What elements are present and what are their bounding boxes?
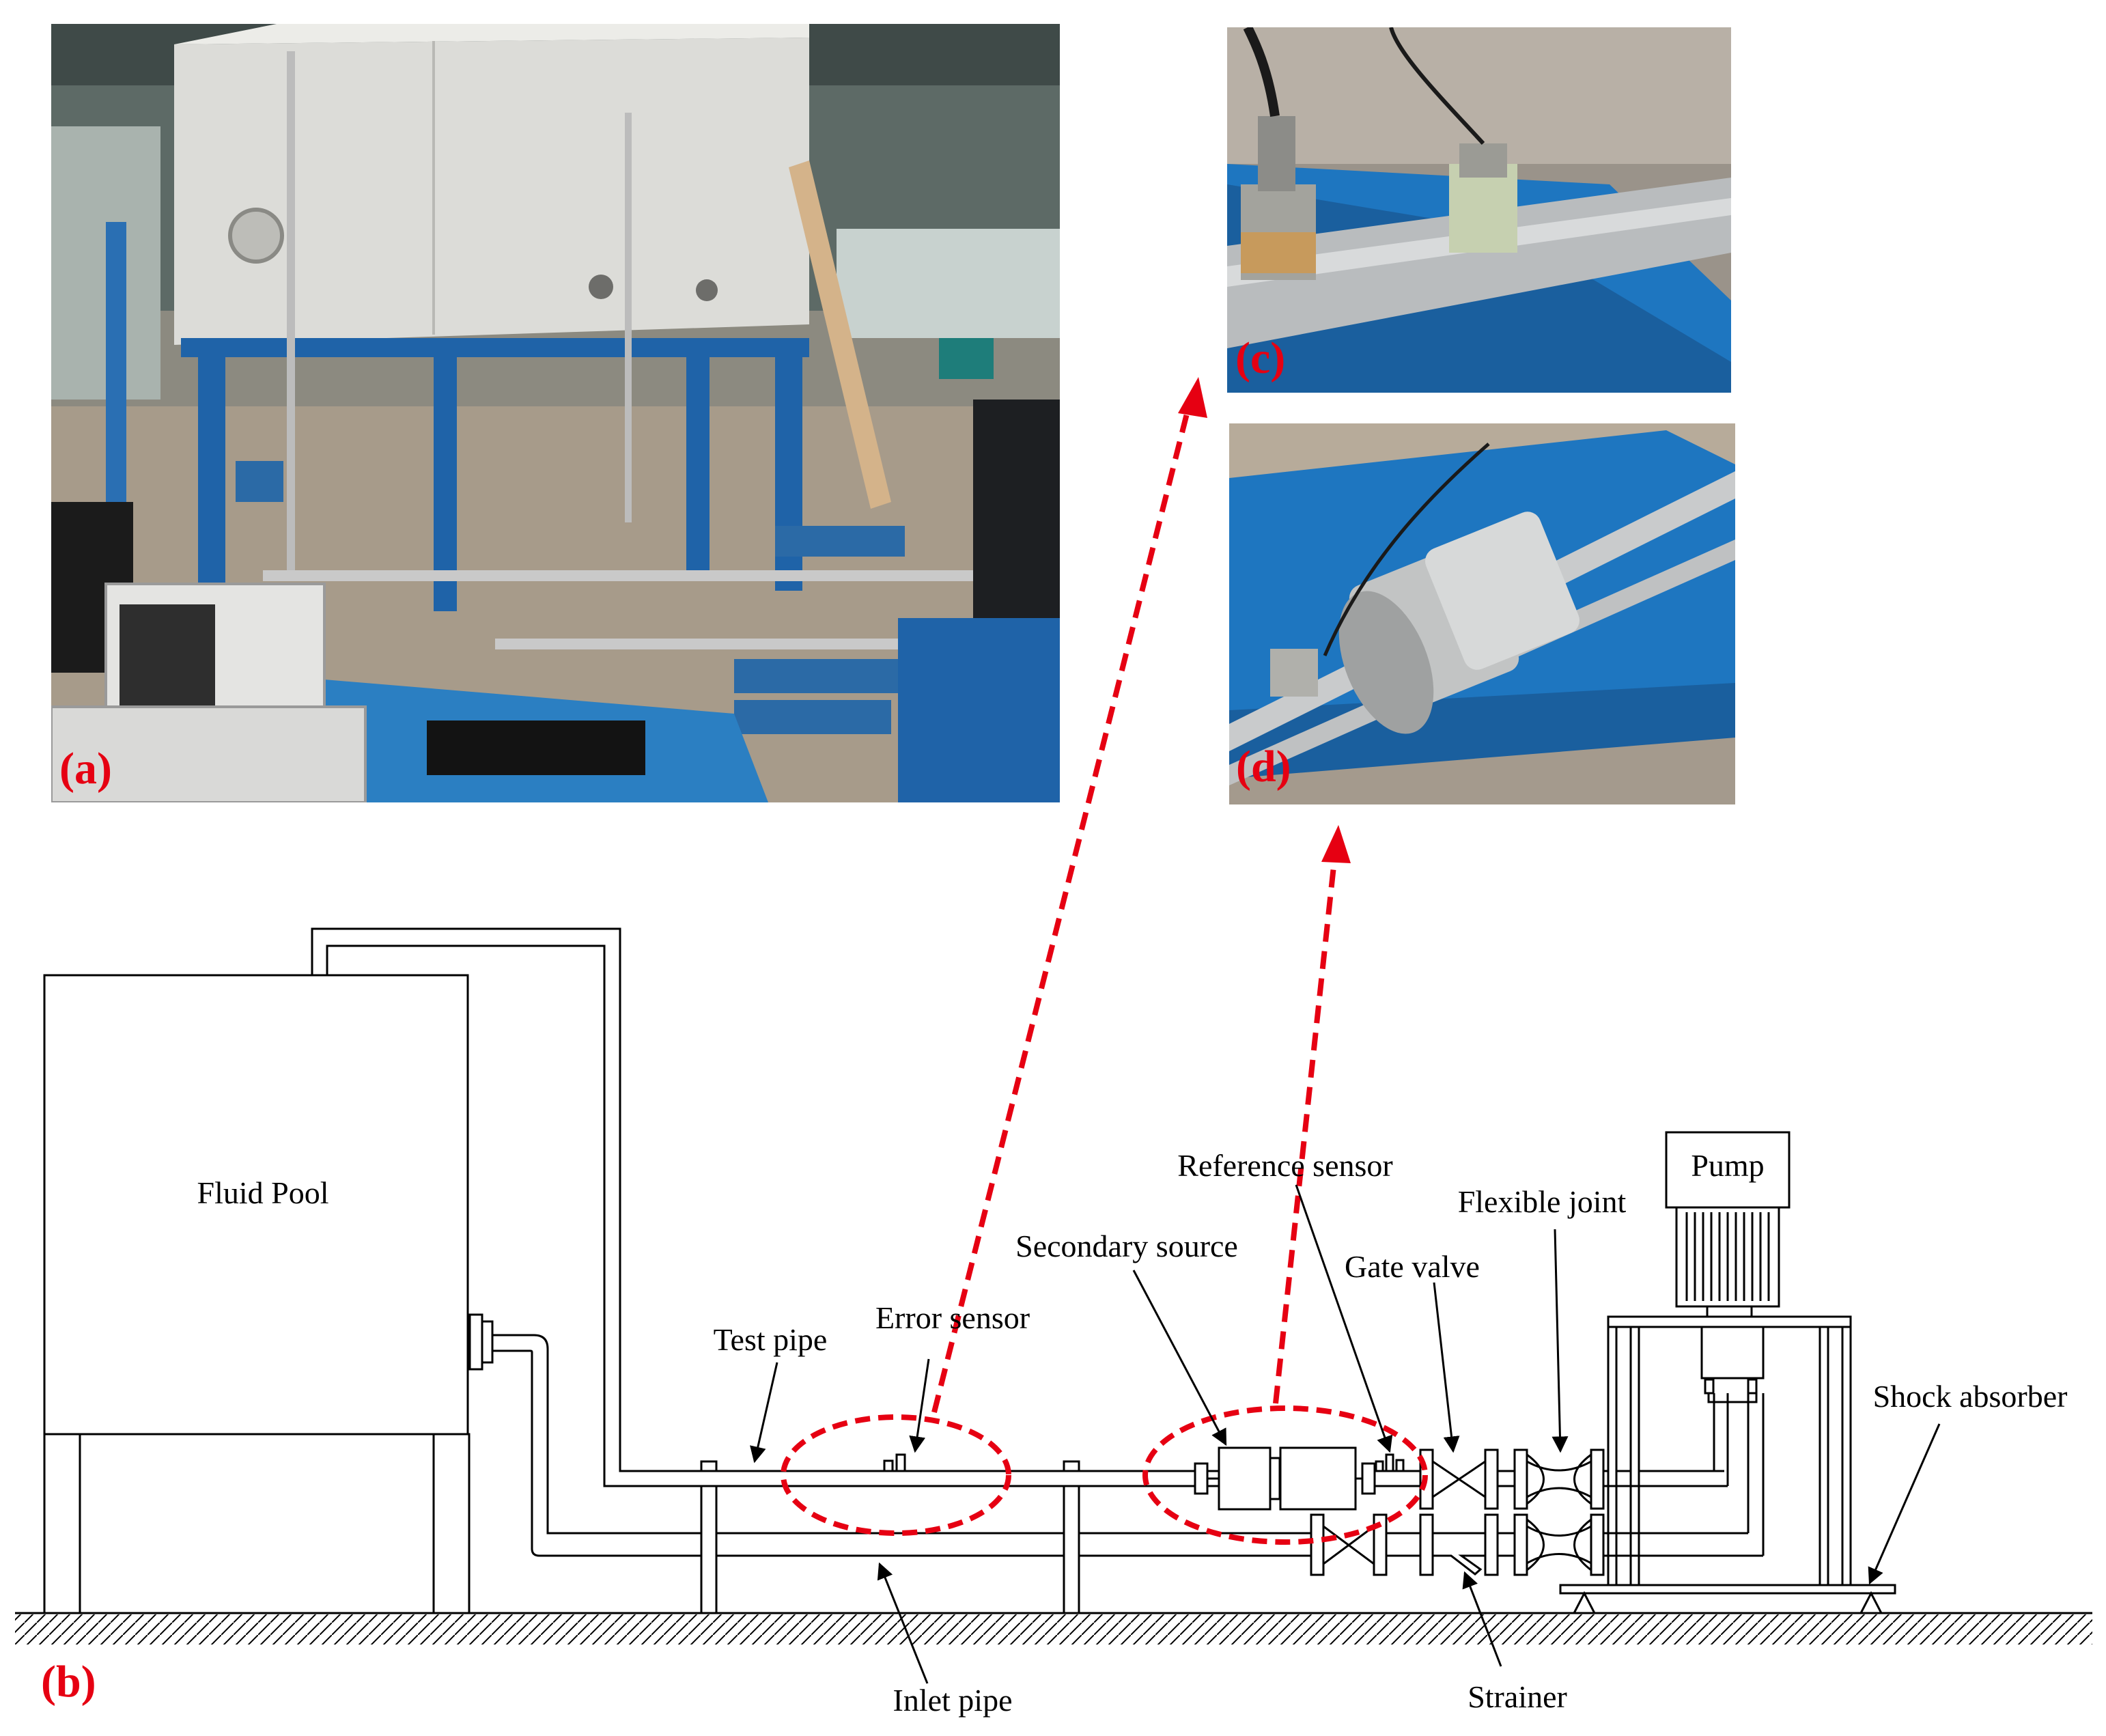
secondary-source-illustration bbox=[1229, 423, 1735, 804]
panel-label-d: (d) bbox=[1236, 742, 1291, 792]
arrow-to-photo-c bbox=[931, 402, 1192, 1413]
panel-label-c: (c) bbox=[1235, 333, 1286, 383]
reference-sensor-symbol bbox=[1375, 1453, 1405, 1472]
photo-secondary-source: (d) bbox=[1229, 423, 1735, 804]
fluid-pool-label: Fluid Pool bbox=[197, 1175, 328, 1210]
pump-label: Pump bbox=[1691, 1148, 1764, 1183]
secondary-source-symbol bbox=[1194, 1446, 1376, 1511]
test-pipe bbox=[620, 1470, 1222, 1487]
schematic-labels: Test pipe Error sensor Secondary source … bbox=[714, 1148, 2068, 1718]
error-sensor-illustration bbox=[1227, 27, 1731, 393]
label-inlet-pipe: Inlet pipe bbox=[893, 1683, 1013, 1718]
highlight-secondary-source bbox=[1142, 1405, 1428, 1545]
error-sensor-symbol bbox=[883, 1453, 906, 1472]
label-flexible-joint: Flexible joint bbox=[1458, 1184, 1627, 1219]
label-shock-absorber: Shock absorber bbox=[1873, 1379, 2068, 1414]
inlet-pipe bbox=[492, 1334, 1311, 1557]
photo-link-arrows bbox=[931, 402, 1338, 1413]
label-test-pipe: Test pipe bbox=[714, 1322, 828, 1357]
tank-outlet-flange bbox=[468, 1313, 494, 1371]
pipe-supports bbox=[700, 1460, 1080, 1614]
fluid-pool-tank bbox=[43, 974, 471, 1614]
pump-motor-fins bbox=[1685, 1212, 1770, 1301]
photo-test-rig: (a) bbox=[51, 24, 1060, 802]
photo-link-arrowheads bbox=[1178, 377, 1351, 863]
panel-label-b: (b) bbox=[41, 1657, 96, 1707]
highlight-ellipses bbox=[781, 1405, 1428, 1545]
leader-lines bbox=[750, 1184, 1941, 1684]
test-rig-illustration bbox=[51, 24, 1060, 802]
arrow-to-photo-d bbox=[1273, 853, 1338, 1404]
label-reference-sensor: Reference sensor bbox=[1177, 1148, 1392, 1183]
photo-error-sensor: (c) bbox=[1227, 27, 1731, 393]
label-gate-valve: Gate valve bbox=[1345, 1249, 1480, 1284]
panel-label-a: (a) bbox=[59, 744, 112, 794]
ground bbox=[15, 1612, 2092, 1644]
label-secondary-source: Secondary source bbox=[1015, 1229, 1238, 1263]
label-strainer: Strainer bbox=[1468, 1679, 1567, 1714]
highlight-error-sensor bbox=[781, 1414, 1011, 1536]
label-error-sensor: Error sensor bbox=[875, 1300, 1030, 1335]
